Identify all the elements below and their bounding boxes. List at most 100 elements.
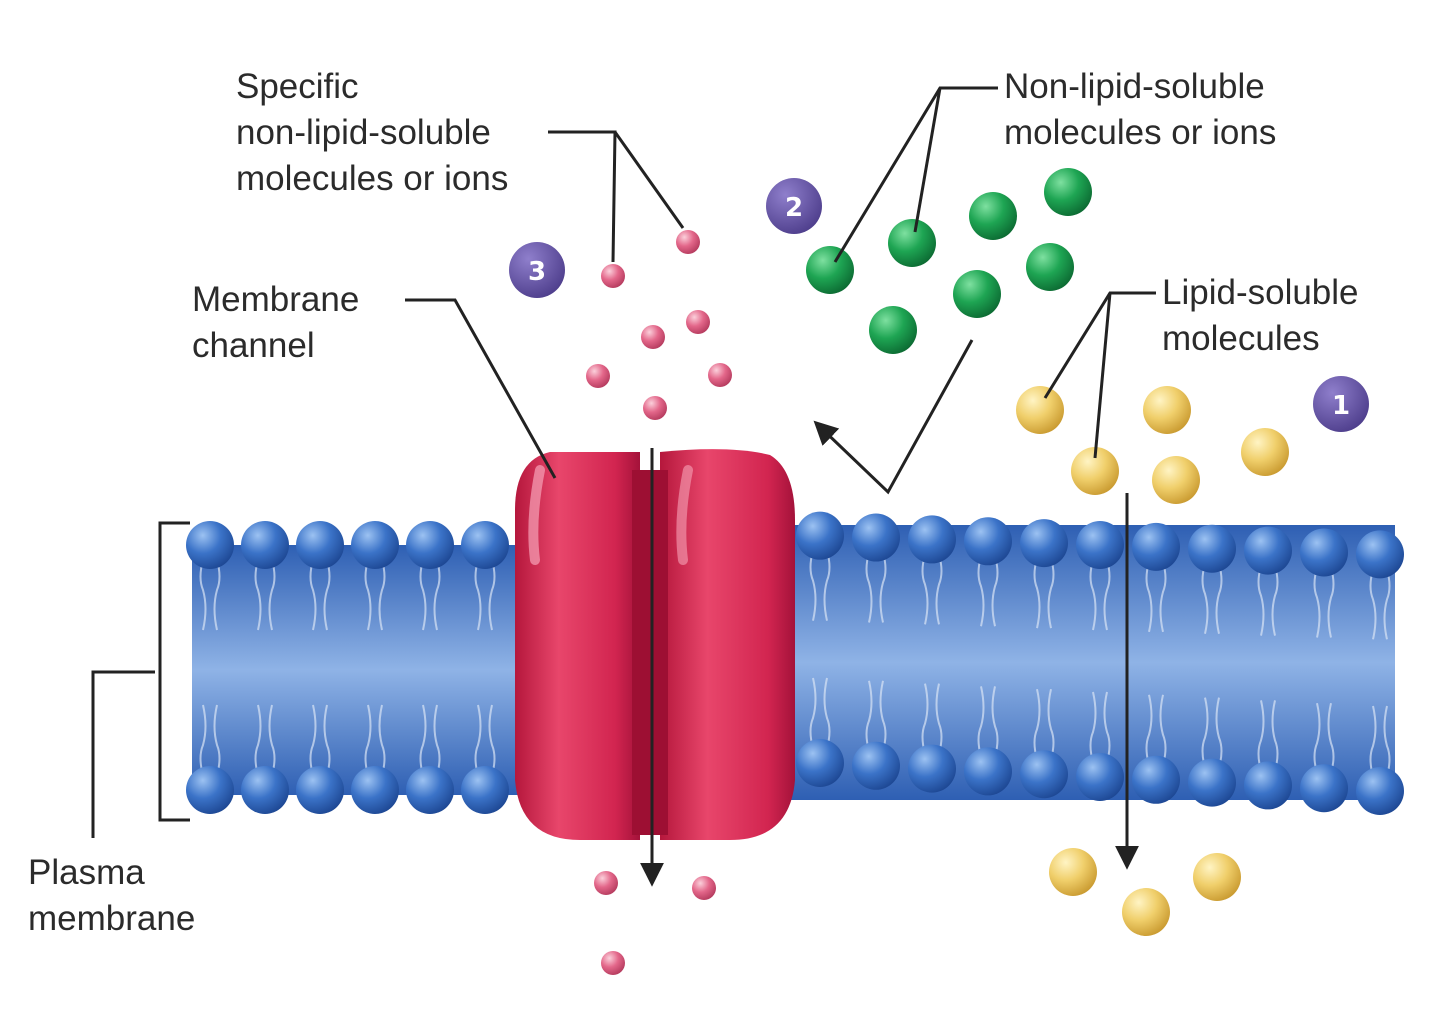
lipid-tail xyxy=(364,704,372,776)
lipid-head xyxy=(1076,521,1124,569)
badge-2: 2 xyxy=(766,178,822,234)
lipid-tail xyxy=(1047,688,1055,760)
lipid-tail xyxy=(309,559,317,631)
lipid-tail xyxy=(254,704,262,776)
non-lipid-soluble-molecules xyxy=(806,168,1092,354)
label-line: Plasma xyxy=(28,853,145,892)
svg-text:3: 3 xyxy=(528,257,546,287)
lipid-tail xyxy=(1271,700,1279,771)
label-non-lipid-soluble: Non-lipid-soluble molecules or ions xyxy=(1004,64,1276,156)
lipid-head xyxy=(908,744,956,793)
lipid-tail xyxy=(1369,705,1377,777)
lipid-tails xyxy=(199,550,1391,777)
lipid-head xyxy=(406,766,454,814)
specific-ions xyxy=(586,230,732,975)
lipid-tail xyxy=(809,677,817,749)
lipid-tail xyxy=(419,704,427,776)
lipid-tail xyxy=(977,686,985,757)
label-plasma-membrane: Plasma membrane xyxy=(28,850,195,942)
specific-ion xyxy=(676,230,700,254)
leader-lines xyxy=(91,86,1156,838)
lipid-heads xyxy=(186,511,1404,815)
label-line: Lipid-soluble xyxy=(1162,273,1359,312)
lipid-tail xyxy=(474,559,482,631)
lipid-tail xyxy=(1327,567,1335,638)
lipid-head xyxy=(1244,526,1292,575)
lipid-tail xyxy=(1313,702,1321,774)
lipid-tail xyxy=(364,559,372,631)
label-line: Specific xyxy=(236,67,359,106)
specific-ion xyxy=(586,364,610,388)
non-lipid-molecule xyxy=(969,192,1017,240)
lipid-tail xyxy=(1215,563,1223,634)
lipid-tail xyxy=(323,704,331,776)
lipid-tail xyxy=(1201,563,1209,634)
label-specific-ions: Specific non-lipid-soluble molecules or … xyxy=(236,64,508,202)
lipid-tail xyxy=(1327,702,1335,774)
lipid-tail xyxy=(1103,559,1111,631)
membrane-channel-protein xyxy=(515,449,795,840)
lipid-head xyxy=(908,515,956,564)
lipid-tail xyxy=(1383,705,1391,777)
lipid-tail xyxy=(1257,700,1265,771)
lipid-tail xyxy=(433,559,441,631)
lipid-head xyxy=(296,521,344,569)
lipid-tail xyxy=(991,555,999,627)
lipid-tail xyxy=(1271,565,1279,636)
non-lipid-molecule xyxy=(1026,243,1074,291)
non-lipid-molecule xyxy=(953,270,1001,318)
lipid-tail xyxy=(378,559,386,631)
lipid-tail xyxy=(935,554,943,625)
lipid-tail xyxy=(1369,569,1377,640)
lipid-tail xyxy=(1033,557,1041,629)
lipid-head xyxy=(406,521,454,569)
lipid-tail xyxy=(865,552,873,623)
lipid-tail xyxy=(865,680,873,752)
lipid-tail xyxy=(1201,697,1209,768)
specific-ion xyxy=(601,951,625,975)
lipid-tail xyxy=(823,550,831,621)
specific-ion xyxy=(686,310,710,334)
bilayer-core-left xyxy=(192,545,522,795)
lipid-head xyxy=(351,766,399,814)
lipid-head xyxy=(1300,528,1348,577)
lipid-soluble-molecule xyxy=(1016,386,1064,434)
lipid-head xyxy=(1244,761,1292,810)
specific-ion xyxy=(692,876,716,900)
lipid-tail xyxy=(268,704,276,776)
lipid-soluble-molecule xyxy=(1071,447,1119,495)
lipid-tail xyxy=(1159,561,1167,633)
lipid-head xyxy=(1132,755,1180,804)
lipid-tail xyxy=(199,559,207,631)
lipid-head xyxy=(1188,524,1236,573)
lipid-head xyxy=(1188,758,1236,807)
specific-ion xyxy=(708,363,732,387)
lipid-tail xyxy=(921,554,929,625)
lipid-soluble-molecule xyxy=(1143,386,1191,434)
lipid-tail xyxy=(1313,567,1321,638)
lipid-tail xyxy=(991,686,999,757)
lipid-head xyxy=(852,741,900,790)
lipid-head xyxy=(461,521,509,569)
svg-text:2: 2 xyxy=(785,193,803,223)
lipid-head xyxy=(1356,530,1404,579)
lipid-tail xyxy=(1159,694,1167,766)
lipid-tail xyxy=(935,683,943,754)
label-line: Membrane xyxy=(192,280,360,319)
lipid-tail xyxy=(1103,691,1111,763)
label-lipid-soluble: Lipid-soluble molecules xyxy=(1162,270,1359,362)
lipid-soluble-molecule xyxy=(1241,428,1289,476)
lipid-head xyxy=(796,739,844,787)
lipid-head xyxy=(241,521,289,569)
blocked-entry-arrow xyxy=(813,339,974,495)
lipid-head xyxy=(186,521,234,569)
label-line: molecules or ions xyxy=(236,159,509,198)
lipid-tail xyxy=(1215,697,1223,768)
lipid-head xyxy=(186,766,234,814)
lipid-tail xyxy=(879,552,887,623)
lipid-head xyxy=(241,766,289,814)
lipid-tail xyxy=(488,559,496,631)
label-line: non-lipid-soluble xyxy=(236,113,491,152)
svg-text:1: 1 xyxy=(1332,391,1350,421)
